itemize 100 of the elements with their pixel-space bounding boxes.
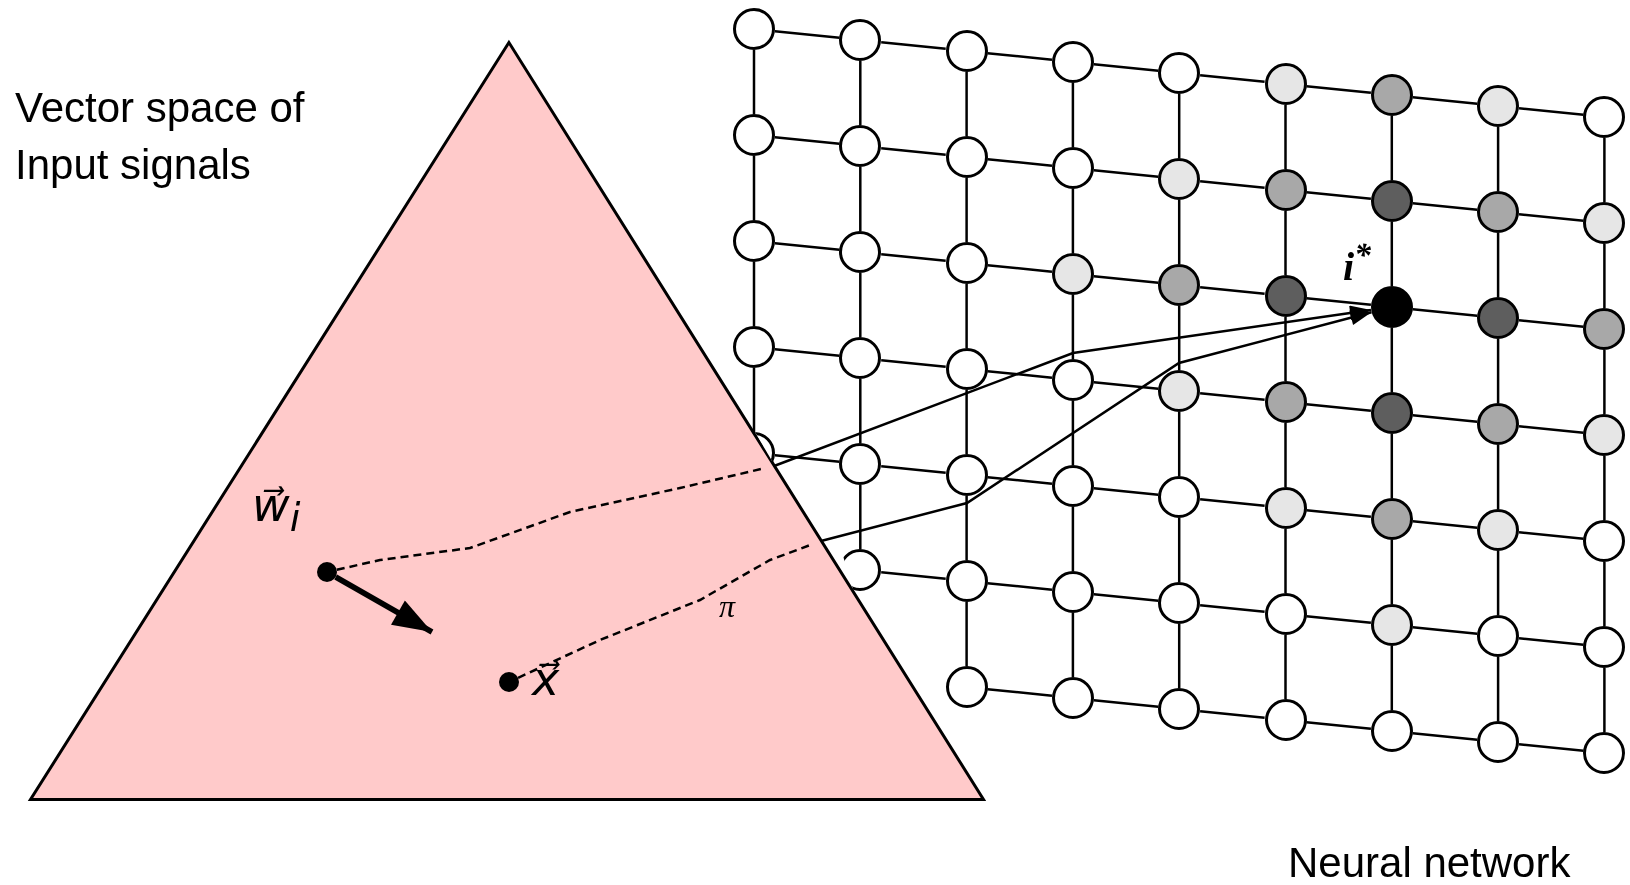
grid-line <box>965 390 968 454</box>
network-node <box>1477 509 1520 551</box>
network-node <box>1583 96 1626 138</box>
grid-line <box>1306 720 1372 731</box>
grid-line <box>1071 401 1075 465</box>
grid-line <box>1199 179 1265 190</box>
grid-line <box>1603 138 1606 202</box>
grid-line <box>987 157 1053 168</box>
network-node <box>945 136 988 178</box>
grid-line <box>987 687 1053 698</box>
grid-line <box>1390 116 1394 180</box>
grid-line <box>1284 211 1287 275</box>
grid-line <box>881 40 946 51</box>
network-node <box>1370 392 1413 434</box>
grid-line <box>1412 95 1478 106</box>
network-node <box>1158 370 1201 412</box>
grid-line <box>965 72 968 136</box>
network-node <box>733 326 775 368</box>
network-node <box>839 337 882 379</box>
network-node <box>1264 699 1307 741</box>
node-label: i$^{*}$ <box>1343 236 1371 291</box>
grid-line <box>1284 529 1287 593</box>
grid-line <box>1093 168 1159 179</box>
network-node <box>945 560 988 602</box>
grid-line <box>1093 62 1159 73</box>
grid-line <box>1496 445 1500 509</box>
grid-line <box>1518 318 1584 329</box>
network-node <box>839 19 882 61</box>
grid-line <box>1603 456 1606 520</box>
grid-line <box>1306 402 1372 413</box>
grid-line <box>1177 624 1181 688</box>
network-node <box>1370 180 1413 222</box>
network-node <box>1583 626 1626 668</box>
grid-line <box>1306 190 1372 201</box>
region-label: Vector space of Input signals <box>15 83 306 190</box>
grid-line <box>1390 540 1394 604</box>
grid-line <box>1603 668 1606 732</box>
grid-line <box>774 241 840 252</box>
grid-line <box>1518 212 1584 223</box>
network-node <box>1051 147 1094 189</box>
grid-line <box>1412 519 1478 530</box>
grid-line <box>1093 592 1159 603</box>
grid-line <box>752 368 756 432</box>
grid-line <box>1496 339 1500 403</box>
grid-line <box>881 146 946 157</box>
grid-line <box>1390 646 1394 710</box>
grid-line <box>1390 328 1394 392</box>
grid-line <box>774 135 840 146</box>
grid-line <box>965 284 968 348</box>
network-node <box>1158 264 1201 306</box>
grid-line <box>1093 380 1159 391</box>
network-node <box>1264 487 1307 529</box>
grid-line <box>774 453 840 464</box>
grid-line <box>987 369 1053 380</box>
network-node <box>1158 52 1201 94</box>
network-node <box>1477 403 1520 445</box>
grid-line <box>987 51 1053 62</box>
vector-symbol: w⃗$_{i}$ <box>252 478 301 541</box>
network-node <box>1370 604 1413 646</box>
network-node <box>945 30 988 72</box>
grid-line <box>987 263 1053 274</box>
network-node <box>839 443 882 485</box>
network-node <box>1051 465 1094 507</box>
network-node <box>945 348 988 390</box>
network-node <box>1583 732 1626 774</box>
network-node <box>839 231 882 273</box>
grid-line <box>987 581 1053 592</box>
grid-line <box>1071 507 1075 571</box>
grid-line <box>1284 635 1287 699</box>
grid-line <box>1603 562 1606 626</box>
grid-line <box>1071 83 1075 147</box>
grid-line <box>1306 614 1372 625</box>
network-node <box>1264 593 1307 635</box>
grid-line <box>881 252 946 263</box>
grid-line <box>1071 613 1075 677</box>
grid-line <box>859 485 862 549</box>
grid-line <box>1306 296 1372 307</box>
network-node <box>1477 85 1520 127</box>
network-node <box>1051 41 1094 83</box>
network-node <box>1264 169 1307 211</box>
mapping-arrow <box>517 310 1372 679</box>
network-node <box>1158 582 1201 624</box>
grid-line <box>1518 424 1584 435</box>
grid-line <box>1518 106 1584 117</box>
grid-line <box>1177 94 1181 158</box>
network-node <box>1264 381 1307 423</box>
network-node <box>839 125 882 167</box>
grid-line <box>1071 189 1075 253</box>
grid-line <box>881 570 946 581</box>
network-node <box>1583 414 1626 456</box>
network-node <box>841 549 881 591</box>
grid-line <box>1199 73 1265 84</box>
grid-line <box>859 273 862 337</box>
grid-line <box>1284 105 1287 169</box>
grid-line <box>965 178 968 242</box>
network-node <box>1370 74 1413 116</box>
network-node <box>1158 158 1201 200</box>
grid-line <box>1093 274 1159 285</box>
network-node <box>1051 359 1094 401</box>
grid-line <box>1496 233 1500 297</box>
